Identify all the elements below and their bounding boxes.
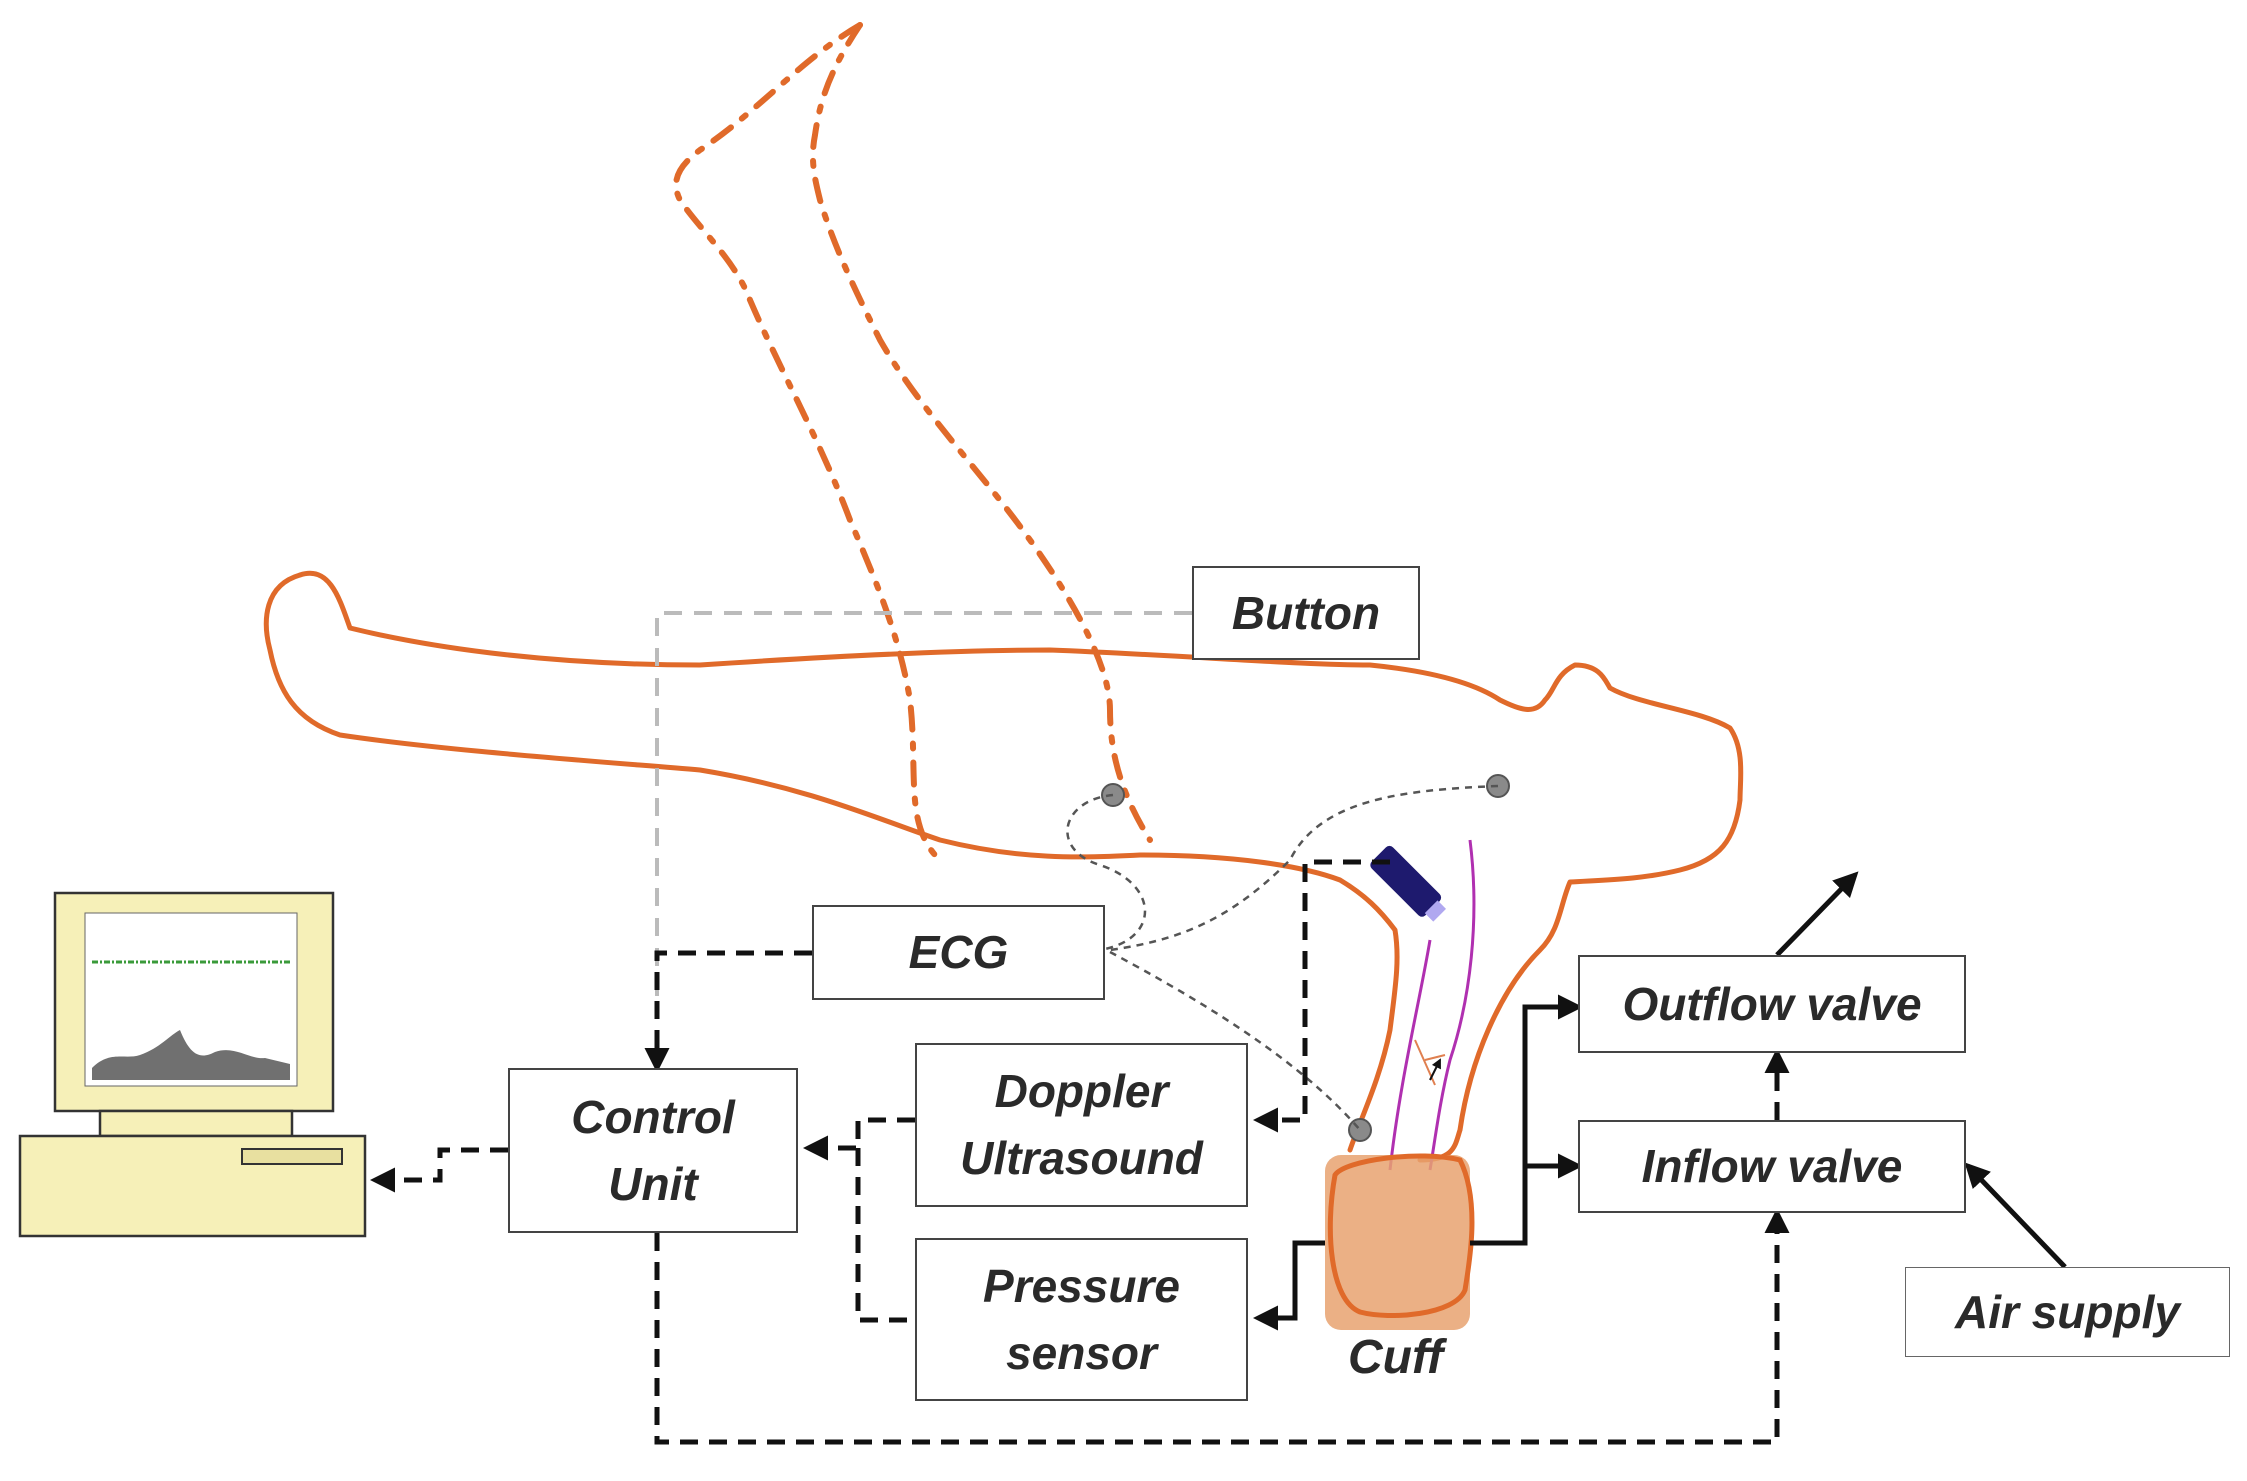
signal-connectors bbox=[370, 859, 1790, 1445]
air-connectors bbox=[1253, 871, 2067, 1331]
blood-vessel bbox=[1388, 839, 1476, 1171]
doppler-ultrasound-box: Doppler Ultrasound bbox=[915, 1043, 1248, 1207]
doppler-label-line2: Ultrasound bbox=[960, 1132, 1203, 1184]
control-unit-label-line2: Unit bbox=[608, 1157, 698, 1210]
control-unit-box: Control Unit bbox=[508, 1068, 798, 1233]
computer-monitor-icon bbox=[18, 891, 367, 1238]
ecg-leads bbox=[1066, 784, 1499, 1131]
inflow-valve-box: Inflow valve bbox=[1578, 1120, 1966, 1213]
pressure-sensor-box: Pressure sensor bbox=[915, 1238, 1248, 1401]
button-label: Button bbox=[1231, 586, 1381, 639]
button-box: Button bbox=[1192, 566, 1420, 660]
inflow-valve-label: Inflow valve bbox=[1641, 1140, 1903, 1193]
control-unit-label-line1: Control bbox=[571, 1090, 735, 1143]
body-outline bbox=[263, 570, 1744, 1163]
button-connector bbox=[655, 611, 1192, 1000]
ecg-label: ECG bbox=[908, 926, 1009, 979]
raised-leg-outline bbox=[673, 22, 1153, 858]
cuff-label: Cuff bbox=[1348, 1331, 1444, 1384]
air-supply-box: Air supply bbox=[1905, 1267, 2230, 1357]
pressure-label-line2: sensor bbox=[1006, 1326, 1157, 1379]
doppler-label-line1: Doppler bbox=[994, 1065, 1169, 1118]
outflow-valve-box: Outflow valve bbox=[1578, 955, 1966, 1053]
ecg-box: ECG bbox=[812, 905, 1105, 1000]
air-supply-label: Air supply bbox=[1955, 1285, 2180, 1338]
pressure-label-line1: Pressure bbox=[983, 1259, 1180, 1312]
outflow-valve-label: Outflow valve bbox=[1622, 977, 1922, 1030]
cuff-icon bbox=[1325, 1153, 1475, 1330]
